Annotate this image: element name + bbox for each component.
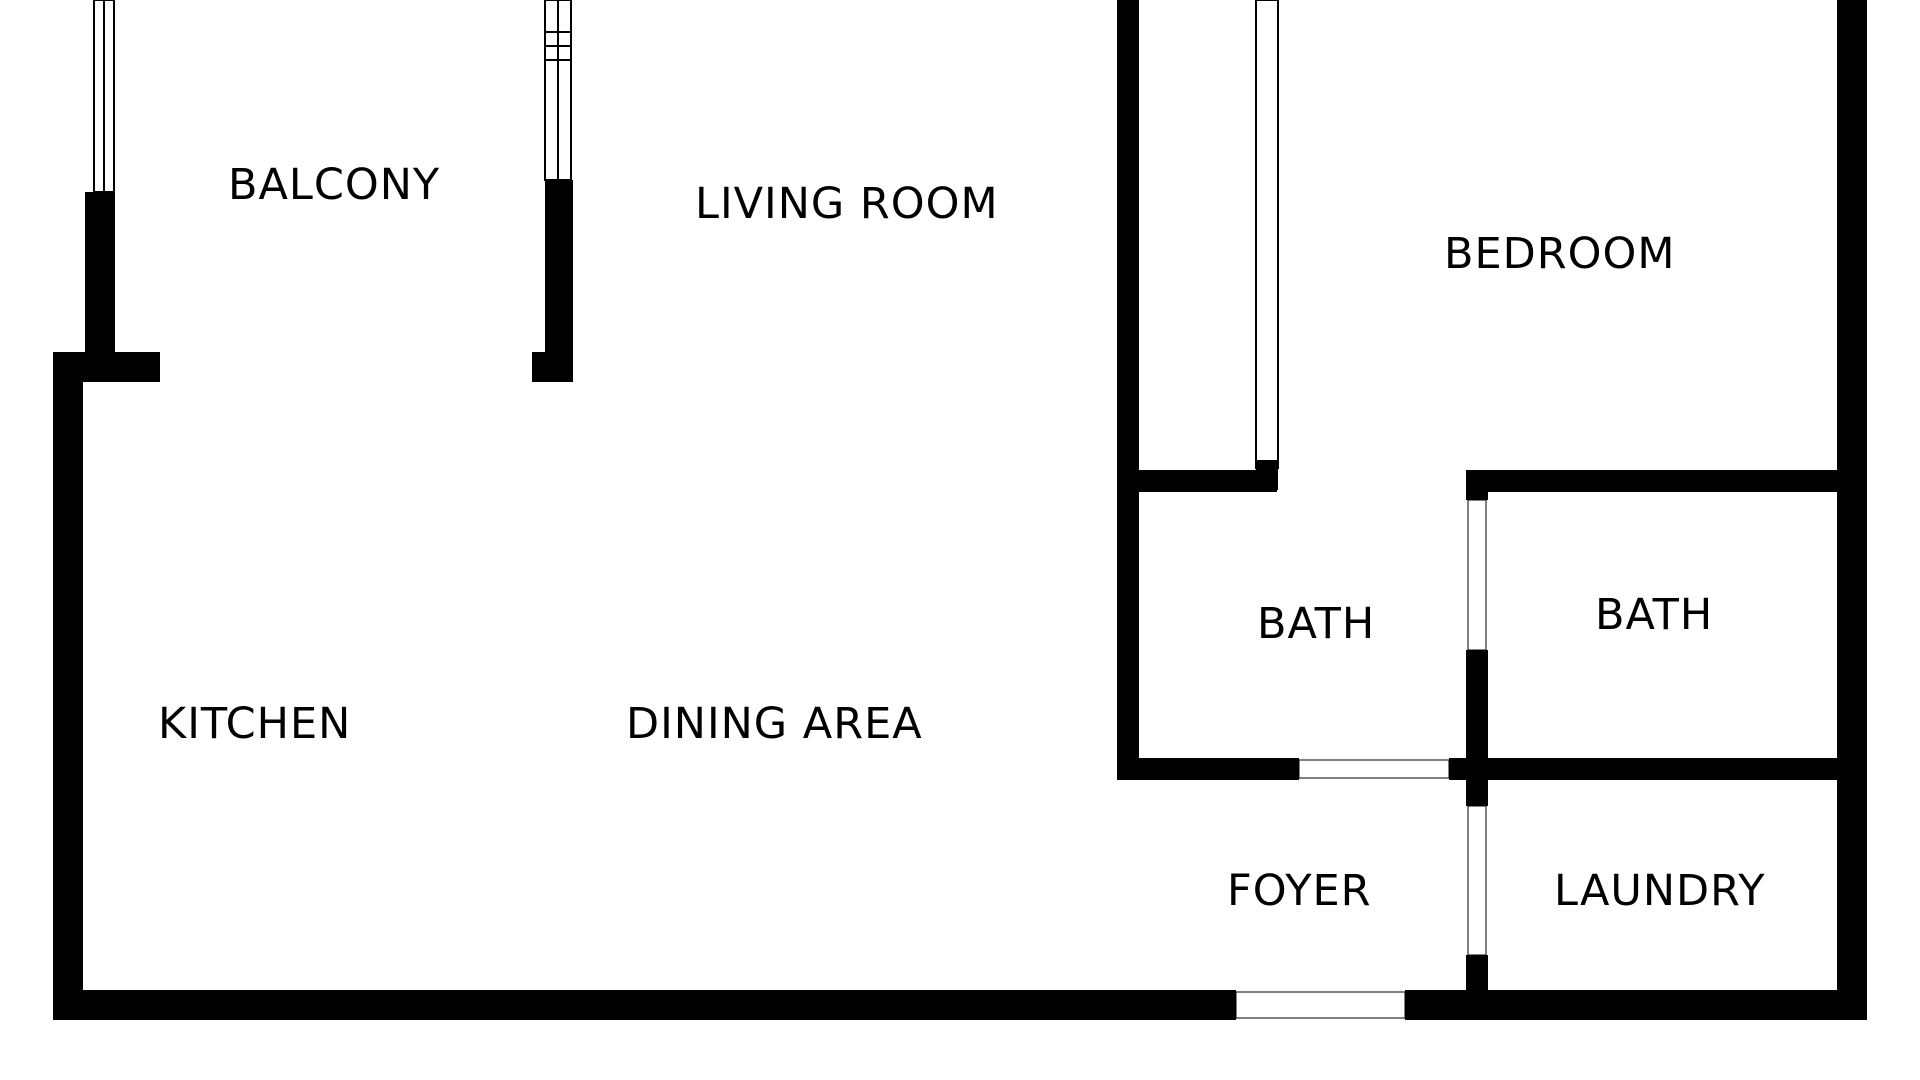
balcony-window-left xyxy=(93,0,115,193)
balcony-window-right xyxy=(544,0,572,181)
balcony-walls xyxy=(53,180,573,382)
room-label-balcony: BALCONY xyxy=(228,160,441,210)
interior-walls xyxy=(1117,0,1867,1020)
door-openings xyxy=(1235,499,1487,1019)
room-label-laundry: LAUNDRY xyxy=(1554,866,1766,916)
room-label-foyer: FOYER xyxy=(1227,866,1372,916)
room-label-living-room: LIVING ROOM xyxy=(695,179,999,229)
room-label-bath-right: BATH xyxy=(1595,590,1714,640)
room-label-dining-area: DINING AREA xyxy=(626,699,923,749)
room-label-kitchen: KITCHEN xyxy=(158,699,352,749)
room-label-bath-left: BATH xyxy=(1257,599,1376,649)
room-label-bedroom: BEDROOM xyxy=(1444,229,1676,279)
